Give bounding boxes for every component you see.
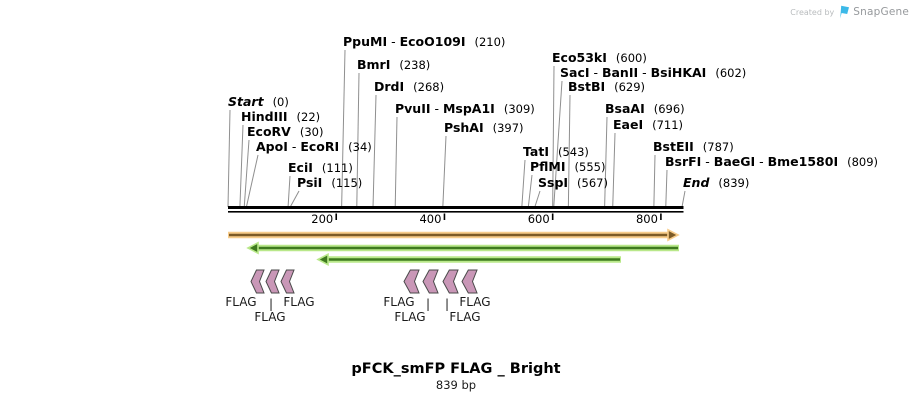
- axis-tick-label: 200: [311, 212, 333, 226]
- site-label: EaeI(711): [613, 117, 683, 132]
- leader-line: [521, 159, 526, 208]
- site-label: PpuMI - EcoO109I(210): [343, 34, 505, 49]
- site-label: ApoI - EcoRI(34): [256, 139, 372, 154]
- site-label: PshAI(397): [444, 120, 524, 135]
- flag-arrow-icon: [250, 269, 265, 294]
- site-label: SspI(567): [538, 175, 608, 190]
- green-feature-arrow-long: [246, 241, 679, 255]
- leader-line: [604, 116, 608, 208]
- map-title: pFCK_smFP FLAG _ Bright: [351, 361, 561, 377]
- axis-tick: [551, 213, 554, 220]
- site-label: BsrFI - BaeGI - Bme1580I(809): [665, 154, 878, 169]
- credit-prefix-text: Created by: [790, 7, 835, 17]
- leader-line: [227, 109, 231, 208]
- axis-tick-label: 600: [528, 212, 550, 226]
- flag-label: |: [426, 297, 430, 311]
- flag-label: FLAG: [459, 295, 490, 309]
- leader-line: [341, 49, 346, 208]
- leader-line: [394, 116, 398, 208]
- flag-label: FLAG: [394, 310, 425, 324]
- flag-label: FLAG: [283, 295, 314, 309]
- site-label: HindIII(22): [241, 109, 320, 124]
- flag-arrow-icon: [280, 269, 295, 294]
- orange-feature-arrow: [228, 228, 680, 242]
- flag-label: |: [445, 297, 449, 311]
- leader-line: [653, 154, 656, 208]
- site-label: PsiI(115): [297, 175, 362, 190]
- green-feature-arrow-short: [316, 252, 621, 267]
- sequence-line-top: [228, 206, 684, 209]
- site-label: EcoRV(30): [247, 124, 323, 139]
- flag-label: FLAG: [383, 295, 414, 309]
- leader-line: [567, 94, 571, 208]
- axis-tick-label: 400: [419, 212, 441, 226]
- feature-arrowhead: [316, 252, 329, 267]
- site-label: DrdI(268): [374, 79, 444, 94]
- site-label: End(839): [683, 175, 749, 190]
- flag-arrow-icon: [422, 269, 439, 294]
- site-label: Eco53kI(600): [552, 50, 647, 65]
- leader-line: [356, 72, 360, 208]
- leader-line: [553, 80, 563, 208]
- leader-line: [612, 132, 616, 208]
- leader-line: [239, 124, 244, 208]
- snapgene-logo-icon: [840, 5, 850, 19]
- axis-tick-label: 800: [636, 212, 658, 226]
- site-label: EciI(111): [288, 160, 353, 175]
- leader-line: [681, 190, 686, 208]
- leader-line: [243, 139, 250, 208]
- flag-arrow-icon: [442, 269, 459, 294]
- flag-arrow-icon: [461, 269, 478, 294]
- leader-line: [527, 174, 533, 208]
- leader-line: [287, 175, 291, 208]
- snapgene-credit: Created by SnapGene: [790, 4, 909, 20]
- leader-line: [534, 190, 541, 208]
- leader-line: [372, 94, 377, 208]
- leader-line: [665, 169, 668, 208]
- leader-line: [289, 190, 300, 208]
- feature-arrowhead: [667, 228, 680, 242]
- flag-arrow-icon: [403, 269, 420, 294]
- site-label: TatI(543): [523, 144, 589, 159]
- leader-line: [552, 65, 555, 208]
- axis-tick: [335, 213, 338, 220]
- sequence-line-bottom: [228, 211, 684, 213]
- site-label: BstBI(629): [568, 79, 645, 94]
- site-label: PvuII - MspA1I(309): [395, 101, 535, 116]
- axis-tick: [660, 213, 662, 220]
- site-label: BmrI(238): [357, 57, 430, 72]
- credit-brand-text: SnapGene: [853, 6, 909, 18]
- axis-tick: [443, 213, 446, 220]
- flag-label: FLAG: [254, 310, 285, 324]
- site-label: Start(0): [228, 94, 289, 109]
- flag-label: FLAG: [225, 295, 256, 309]
- site-label: SacI - BanII - BsiHKAI(602): [560, 65, 746, 80]
- leader-line: [245, 154, 259, 208]
- leader-line: [442, 135, 447, 208]
- site-label: PflMI(555): [530, 159, 605, 174]
- flag-label: FLAG: [449, 310, 480, 324]
- flag-arrow-icon: [265, 269, 280, 294]
- site-label: BstEII(787): [653, 139, 734, 154]
- feature-arrowhead: [246, 241, 259, 255]
- flag-label: |: [269, 297, 273, 311]
- map-length: 839 bp: [435, 378, 477, 392]
- site-label: BsaAI(696): [605, 101, 685, 116]
